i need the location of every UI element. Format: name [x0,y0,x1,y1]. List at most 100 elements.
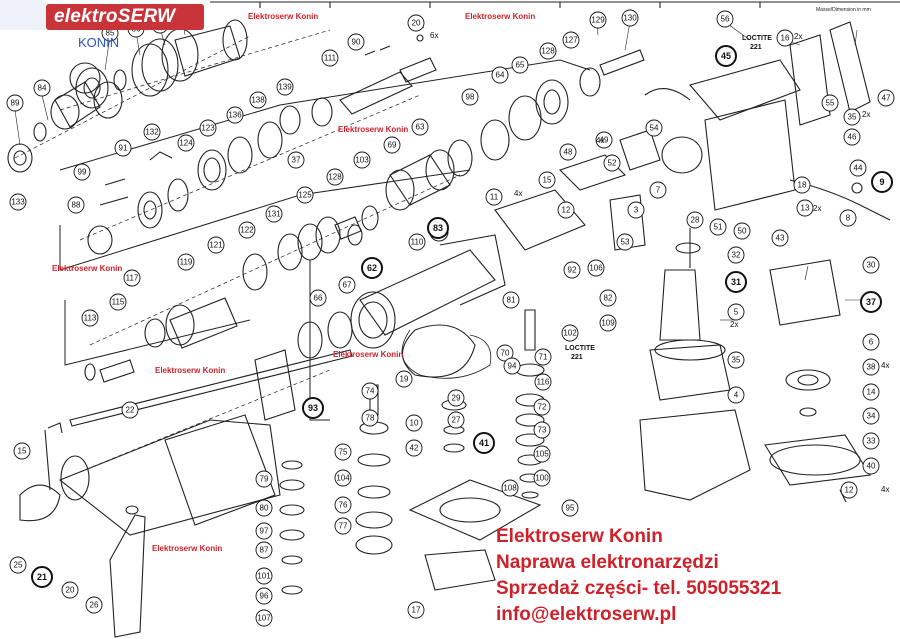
part-number-72: 72 [538,403,547,412]
callout-circle-9 [871,171,893,193]
part-number-18: 18 [798,181,807,190]
callout-circle-41 [473,432,495,454]
part-number-6: 6 [869,338,874,347]
part-number-117: 117 [126,274,139,283]
callout-circle-51 [709,218,727,236]
quantity-q13: 2x [813,204,821,213]
part-number-55: 55 [826,99,835,108]
part-number-106: 106 [589,264,603,273]
part-number-92: 92 [568,266,577,275]
callout-circle-19 [395,370,413,388]
callout-circle-5 [727,303,745,321]
part-number-73: 73 [538,426,547,435]
callout-circle-15 [13,442,31,460]
callout-circle-111 [321,49,339,67]
callout-circle-123 [199,119,217,137]
callout-circle-131 [265,205,283,223]
part-number-28: 28 [691,216,700,225]
callout-circle-55 [821,94,839,112]
callout-circle-76 [334,496,352,514]
watermark-6: Elektroserw Konin [155,366,226,375]
cylinder-group [347,49,645,246]
info-email[interactable]: info@elektroserw.pl [496,604,677,625]
chuck-group [7,19,248,173]
callout-circle-37 [860,291,882,313]
contact-info: Elektroserw Konin Naprawa elektronarzędz… [496,524,781,628]
watermark-4: Elektroserw Konin [52,264,123,273]
part-number-44: 44 [854,164,863,173]
callout-circle-117 [123,269,141,287]
callout-circle-44 [849,159,867,177]
callout-circle-104 [334,469,352,487]
callout-circle-70 [496,344,514,362]
part-number-128: 128 [541,47,555,56]
part-number-95: 95 [566,504,575,513]
callout-circle-65 [511,56,529,74]
callout-circle-42 [405,439,423,457]
part-number-37: 37 [292,156,301,165]
part-number-98: 98 [466,93,475,102]
callout-circle-32 [727,246,745,264]
logo-ghost-strip [0,0,46,30]
part-number-12: 12 [562,206,571,215]
callout-circle-12 [557,201,575,219]
callout-circle-49 [595,131,613,149]
row3-parts [84,216,362,383]
quantity-q15a: 4x [514,189,522,198]
part-number-100: 100 [535,474,549,483]
callout-circle-35 [843,108,861,126]
callout-circle-91 [114,139,132,157]
callout-circle-63 [411,118,429,136]
logo-red-bar [46,4,204,30]
part-number-80: 80 [260,504,269,513]
elektroserw-logo: elektroSERW KONIN [0,0,205,52]
callout-circle-130 [621,9,639,27]
quantity-q20: 6x [430,31,438,40]
part-number-105: 105 [535,450,549,459]
part-number-125: 125 [298,191,312,200]
part-number-65: 65 [516,61,525,70]
callout-circle-129 [589,11,607,29]
callout-circle-119 [177,253,195,271]
label-loctite-top-num: 221 [750,44,762,51]
callout-circle-105 [533,445,551,463]
part-number-42: 42 [410,444,419,453]
callout-circle-127 [562,31,580,49]
callout-circle-3 [627,201,645,219]
callout-circle-64 [491,66,509,84]
callout-circle-87 [255,541,273,559]
part-number-33: 33 [867,437,876,446]
callout-circle-54 [645,119,663,137]
part-number-46: 46 [848,133,857,142]
part-number-76: 76 [339,501,348,510]
row2-rings [87,97,333,255]
info-company: Elektroserw Konin [496,526,663,547]
part-number-31: 31 [731,277,741,287]
callout-circle-103 [353,151,371,169]
part-number-53: 53 [621,238,630,247]
part-number-138: 138 [251,96,265,105]
part-number-74: 74 [366,387,375,396]
callout-circle-35 [727,351,745,369]
part-number-67: 67 [343,281,352,290]
callout-circle-40 [862,457,880,475]
part-number-27: 27 [452,416,461,425]
part-number-38: 38 [867,363,876,372]
part-number-109: 109 [601,319,615,328]
quantity-q35b: 2x [730,320,738,329]
part-number-30: 30 [867,261,876,270]
callout-circle-7 [649,181,667,199]
part-number-139: 139 [278,83,292,92]
label-loctite-mid: LOCTITE [565,345,595,352]
callout-circle-109 [599,314,617,332]
part-number-90: 90 [352,38,361,47]
part-number-70: 70 [501,349,510,358]
part-number-21: 21 [37,572,47,582]
part-number-32: 32 [732,251,741,260]
callout-circle-4 [727,386,745,404]
part-number-96: 96 [260,592,269,601]
part-number-84: 84 [38,84,47,93]
callout-circle-69 [383,136,401,154]
part-number-16: 16 [781,34,790,43]
